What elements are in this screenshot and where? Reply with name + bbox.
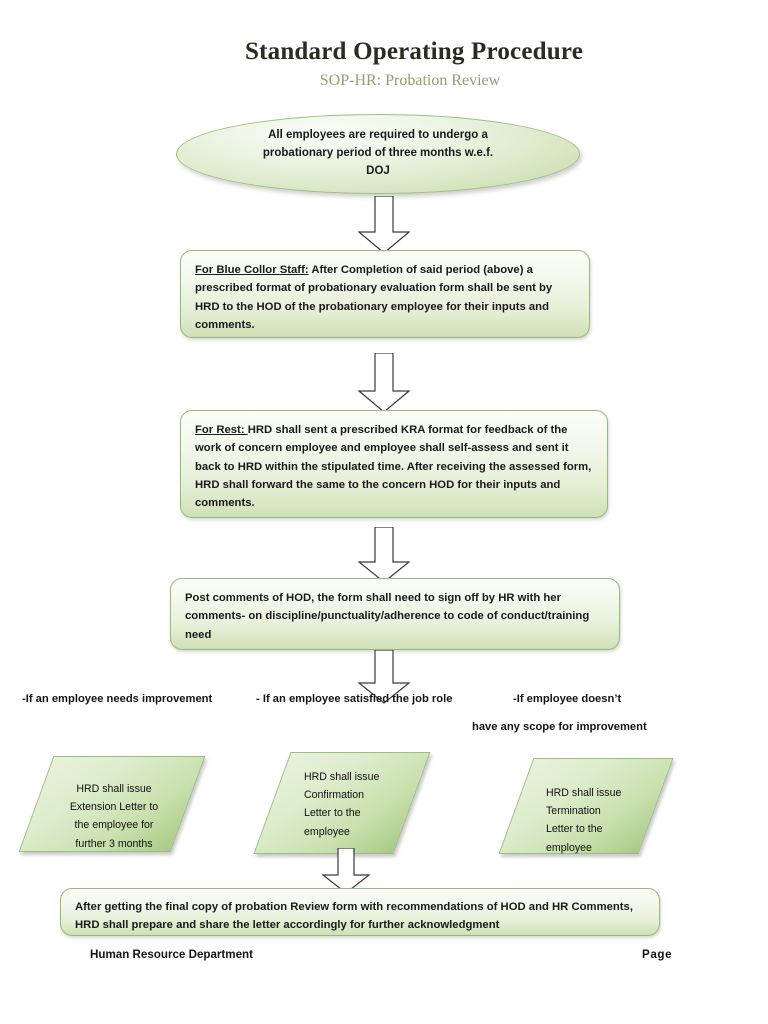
outcome-extension-text: HRD shall issue Extension Letter to the … — [54, 780, 174, 853]
branch-label-middle: - If an employee satisfied the job role — [256, 693, 453, 705]
outcome-termination-line-4: employee — [546, 841, 592, 854]
outcome-confirmation-line-4: employee — [304, 825, 350, 838]
footer-page-label: Page — [642, 948, 673, 961]
flow-node-step2: For Rest: HRD shall sent a prescribed KR… — [180, 410, 608, 518]
flow-node-step3-text: Post comments of HOD, the form shall nee… — [185, 592, 590, 641]
flow-node-step2-text: For Rest: HRD shall sent a prescribed KR… — [195, 421, 593, 512]
step2-body: HRD shall sent a prescribed KRA format f… — [195, 424, 592, 510]
outcome-termination-line-3: Letter to the — [546, 823, 603, 836]
start-line-2: probationary period of three months w.e.… — [262, 147, 494, 160]
outcome-extension-line-4: further 3 months — [75, 837, 153, 850]
footer-department: Human Resource Department — [90, 948, 253, 961]
step1-bold-label: For Blue Collor Staff: — [195, 264, 309, 276]
flow-node-outcome-termination: HRD shall issue Termination Letter to th… — [498, 758, 674, 857]
step1-body: After Completion of said period (above) … — [195, 264, 553, 331]
flow-arrow-start-to-step1 — [358, 196, 410, 254]
outcome-confirmation-line-1: HRD shall issue — [304, 771, 380, 783]
flow-arrow-confirmation-to-final — [322, 848, 370, 894]
start-line-1: All employees are required to undergo a — [268, 129, 488, 142]
start-line-3: DOJ — [366, 164, 390, 177]
branch-label-right-line1: -If employee doesn’t — [513, 693, 622, 705]
outcome-extension-line-3: the employee for — [74, 819, 154, 832]
outcome-confirmation-text: HRD shall issue Confirmation Letter to t… — [304, 768, 414, 841]
flow-arrow-step2-to-step3 — [358, 527, 410, 583]
flow-node-start-text: All employees are required to undergo a … — [233, 127, 522, 180]
flow-node-step1-text: For Blue Collor Staff: After Completion … — [195, 261, 575, 334]
flow-node-step1: For Blue Collor Staff: After Completion … — [180, 250, 590, 338]
step2-bold-label: For Rest: — [195, 424, 248, 436]
outcome-extension-line-1: HRD shall issue — [76, 783, 152, 795]
outcome-confirmation-line-2: Confirmation — [304, 789, 365, 802]
outcome-termination-text: HRD shall issue Termination Letter to th… — [546, 784, 656, 857]
flow-node-outcome-confirmation: HRD shall issue Confirmation Letter to t… — [253, 752, 431, 854]
outcome-termination-line-1: HRD shall issue — [546, 787, 622, 799]
flow-node-step3: Post comments of HOD, the form shall nee… — [170, 578, 620, 650]
branch-label-right-line2: have any scope for improvement — [472, 721, 647, 733]
flow-node-final: After getting the final copy of probatio… — [60, 888, 660, 936]
outcome-extension-line-2: Extension Letter to — [69, 801, 159, 814]
flow-arrow-step1-to-step2 — [358, 353, 410, 413]
flow-node-start: All employees are required to undergo a … — [176, 114, 580, 194]
branch-label-left: -If an employee needs improvement — [22, 693, 213, 705]
outcome-confirmation-line-3: Letter to the — [304, 807, 361, 820]
flow-node-outcome-extension: HRD shall issue Extension Letter to the … — [18, 756, 206, 853]
page-subtitle: SOP-HR: Probation Review — [319, 72, 501, 89]
page-title: Standard Operating Procedure — [244, 38, 583, 65]
flow-arrow-step3-to-branches — [358, 650, 410, 704]
outcome-termination-line-2: Termination — [546, 805, 601, 818]
flow-node-final-text: After getting the final copy of probatio… — [75, 901, 633, 932]
